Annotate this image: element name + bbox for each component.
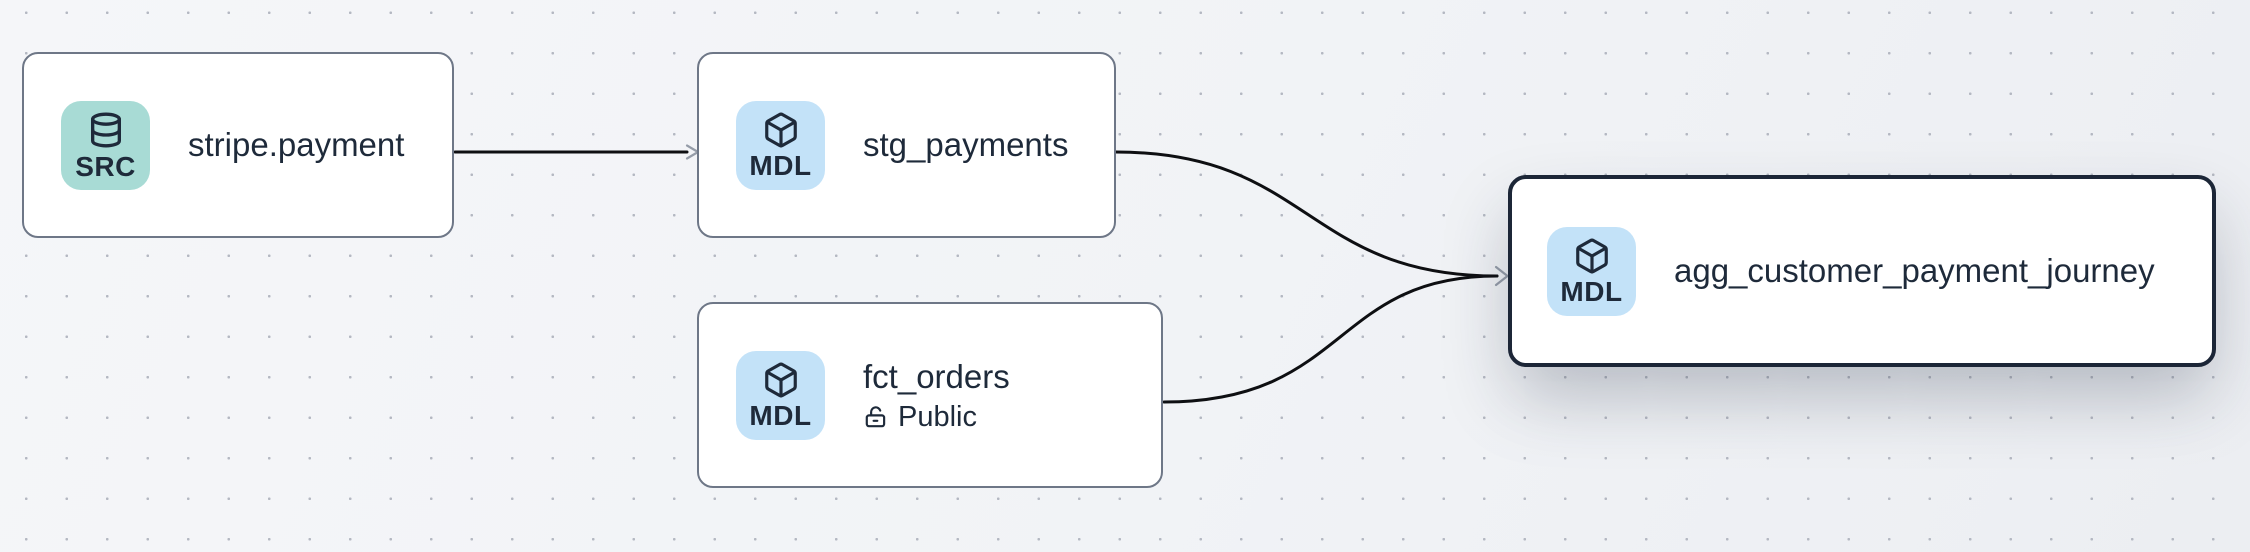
database-icon (90, 112, 121, 147)
badge-label: MDL (749, 149, 812, 181)
model-badge: MDL (1547, 226, 1636, 316)
arrowhead-icon (1494, 265, 1509, 287)
model-badge: MDL (736, 100, 825, 190)
model-badge: MDL (736, 350, 825, 440)
source-badge: SRC (61, 100, 150, 190)
edge-stg-to-agg[interactable] (1114, 150, 1499, 278)
node-fct-orders[interactable]: MDL fct_orders Public (697, 302, 1163, 488)
node-stripe-payment[interactable]: SRC stripe.payment (22, 52, 454, 238)
cube-icon (764, 112, 797, 147)
node-agg-customer-payment-journey[interactable]: MDL agg_customer_payment_journey (1508, 175, 2216, 367)
cube-icon (1575, 238, 1608, 273)
badge-label: MDL (1560, 275, 1623, 307)
edge-fct-to-agg[interactable] (1162, 274, 1499, 404)
access-label: Public (898, 400, 977, 433)
badge-label: MDL (749, 399, 812, 431)
node-title: stg_payments (863, 126, 1069, 164)
node-stg-payments[interactable]: MDL stg_payments (697, 52, 1116, 238)
node-title: stripe.payment (188, 126, 405, 164)
badge-label: SRC (75, 150, 136, 182)
unlock-icon (865, 406, 886, 428)
cube-icon (764, 362, 797, 397)
node-text-stack: fct_orders Public (863, 358, 1010, 432)
node-title: agg_customer_payment_journey (1674, 252, 2155, 290)
node-title: fct_orders (863, 358, 1010, 396)
access-row: Public (863, 400, 1010, 433)
